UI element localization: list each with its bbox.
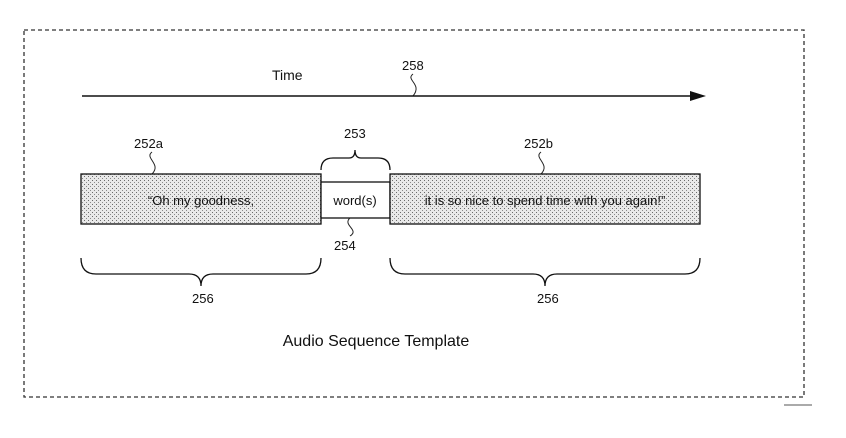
ref-label-left-brace: 256 <box>192 291 214 306</box>
segment-a-box <box>80 173 322 225</box>
leader-line-time-arrow <box>410 73 417 97</box>
ref-label-gap-box: 254 <box>334 238 356 253</box>
time-arrow-head <box>690 91 706 101</box>
left-brace <box>80 257 322 287</box>
ref-label-right-brace: 256 <box>537 291 559 306</box>
segment-a-text: “Oh my goodness, <box>148 193 254 208</box>
time-label: Time <box>272 67 303 83</box>
segment-b-text: it is so nice to spend time with you aga… <box>425 193 666 208</box>
right-brace <box>389 257 701 287</box>
ref-label-segment-a: 252a <box>134 136 164 151</box>
gap-word-box <box>320 181 391 219</box>
leader-line-gap-box <box>347 217 354 237</box>
leader-line-segment-a <box>149 151 156 175</box>
dashed-frame <box>23 29 805 398</box>
segment-b-box <box>389 173 701 225</box>
gap-word-text: word(s) <box>332 193 376 208</box>
ref-label-time-arrow: 258 <box>402 58 424 73</box>
ref-label-segment-b: 252b <box>524 136 553 151</box>
diagram-caption: Audio Sequence Template <box>283 333 470 350</box>
gap-brace <box>320 149 391 171</box>
leader-line-segment-b <box>538 151 545 175</box>
ref-label-gap-brace: 253 <box>344 126 366 141</box>
